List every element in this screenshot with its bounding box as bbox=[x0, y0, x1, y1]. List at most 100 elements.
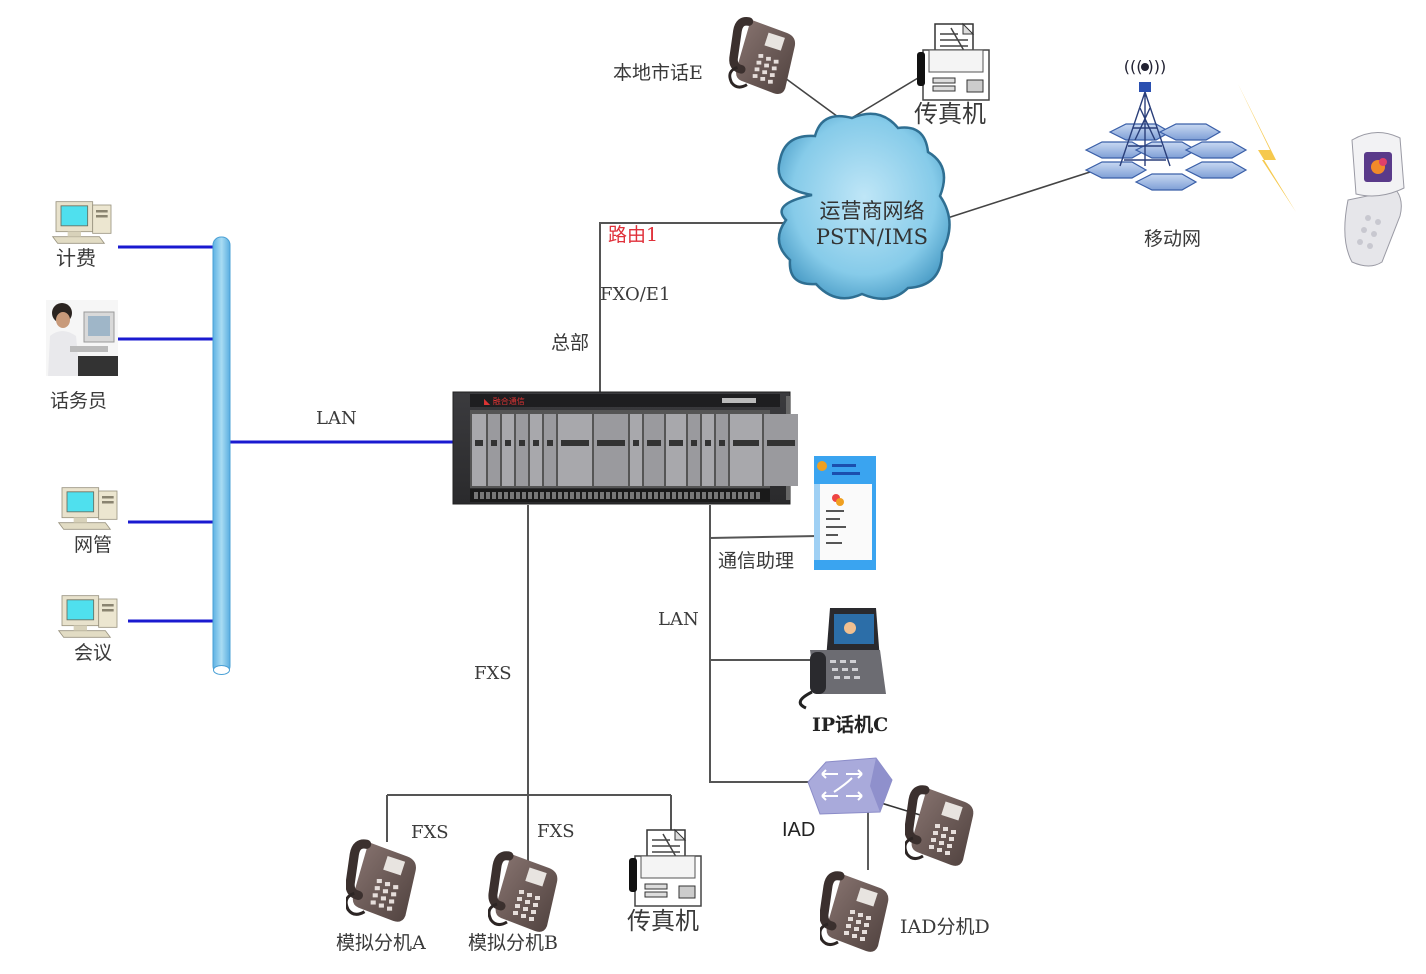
chassis-vent bbox=[582, 492, 586, 499]
chassis-port bbox=[561, 440, 589, 446]
chassis-vent bbox=[540, 492, 544, 499]
cloud-to-phone-e-wire bbox=[784, 77, 846, 123]
chassis-slot-card bbox=[716, 414, 728, 486]
chassis-vent bbox=[516, 492, 520, 499]
chassis-port bbox=[519, 440, 525, 446]
lan-trunk-wire bbox=[709, 505, 812, 783]
flip-phone-icon[interactable] bbox=[1344, 132, 1405, 267]
chassis-vent bbox=[714, 492, 718, 499]
svg-text:◣ 融合通信: ◣ 融合通信 bbox=[484, 396, 525, 406]
lan-bus-label: LAN bbox=[316, 408, 357, 429]
chassis-vent bbox=[618, 492, 622, 499]
chassis-port bbox=[547, 440, 553, 446]
local-phone-e-label: 本地市话E bbox=[613, 62, 703, 84]
chassis-slot-card bbox=[544, 414, 556, 486]
chassis-port bbox=[597, 440, 625, 446]
fax-top-icon[interactable] bbox=[916, 23, 990, 101]
cell-tower-icon[interactable]: ((( ))) bbox=[1084, 57, 1248, 191]
chassis-vent bbox=[684, 492, 688, 499]
carrier-cloud-icon[interactable] bbox=[777, 112, 951, 301]
ippbx-chassis-icon[interactable]: ◣ 融合通信 bbox=[452, 391, 798, 505]
chassis-vent bbox=[642, 492, 646, 499]
site-label: 总部 bbox=[551, 332, 590, 354]
iad-phone-d-icon[interactable] bbox=[820, 874, 888, 952]
uplink-interface-label: FXO/E1 bbox=[600, 284, 671, 305]
chassis-slot-card bbox=[594, 414, 628, 486]
chassis-port bbox=[533, 440, 539, 446]
chassis-port bbox=[719, 440, 725, 446]
chassis-vent bbox=[552, 492, 556, 499]
chassis-slot-card bbox=[530, 414, 542, 486]
chassis-port bbox=[505, 440, 511, 446]
comm-assistant-label: 通信助理 bbox=[718, 550, 795, 572]
carrier-cloud-label: 运营商网络 PSTN/IMS bbox=[798, 198, 946, 251]
chassis-slot-card bbox=[558, 414, 592, 486]
iad-phone-d-label: IAD分机D bbox=[900, 916, 990, 938]
video-ip-phone-icon[interactable] bbox=[798, 608, 886, 710]
carrier-type: PSTN/IMS bbox=[815, 225, 929, 250]
chassis-vent bbox=[732, 492, 736, 499]
chassis-vent bbox=[522, 492, 526, 499]
uplink-wire bbox=[599, 222, 790, 393]
chassis-vent bbox=[744, 492, 748, 499]
chassis-vent bbox=[510, 492, 514, 499]
chassis-slot-card bbox=[472, 414, 486, 486]
network-mgmt-label: 网管 bbox=[74, 534, 113, 556]
chassis-vent bbox=[660, 492, 664, 499]
chassis-vent bbox=[672, 492, 676, 499]
chassis-vent bbox=[648, 492, 652, 499]
chassis-slot-card bbox=[488, 414, 500, 486]
chassis-port bbox=[491, 440, 497, 446]
chassis-vent bbox=[696, 492, 700, 499]
chassis-vent bbox=[600, 492, 604, 499]
chassis-vent bbox=[576, 492, 580, 499]
chassis-slot-card bbox=[644, 414, 664, 486]
chassis-vent bbox=[570, 492, 574, 499]
chassis-slot-card bbox=[688, 414, 700, 486]
chassis-vent bbox=[750, 492, 754, 499]
chassis-vent bbox=[546, 492, 550, 499]
local-phone-e-icon[interactable] bbox=[730, 20, 795, 94]
chassis-vent bbox=[528, 492, 532, 499]
fax-bottom-label: 传真机 bbox=[627, 907, 699, 935]
fxs-trunk-label: FXS bbox=[474, 663, 512, 684]
chassis-vent bbox=[678, 492, 682, 499]
iad-router-icon[interactable] bbox=[807, 757, 893, 815]
mobile-network-label: 移动网 bbox=[1144, 228, 1202, 250]
cloud-to-tower-wire bbox=[934, 171, 1091, 223]
chassis-vent bbox=[492, 492, 496, 499]
softphone-window-icon[interactable] bbox=[814, 456, 876, 570]
chassis-port bbox=[647, 440, 661, 446]
chassis-vent bbox=[624, 492, 628, 499]
chassis-vent bbox=[558, 492, 562, 499]
svg-text:((( ))): ((( ))) bbox=[1124, 57, 1167, 76]
analog-phone-a-icon[interactable] bbox=[346, 842, 416, 922]
chassis-vent bbox=[630, 492, 634, 499]
conference-label: 会议 bbox=[74, 642, 113, 664]
analog-a-label: 模拟分机A bbox=[336, 932, 426, 954]
chassis-vent bbox=[564, 492, 568, 499]
chassis-slot-card bbox=[764, 414, 798, 486]
analog-phone-b-icon[interactable] bbox=[489, 854, 557, 932]
chassis-vent bbox=[720, 492, 724, 499]
chassis-vent bbox=[474, 492, 478, 499]
lan-branch-label: LAN bbox=[658, 609, 699, 630]
iad-label: IAD bbox=[782, 819, 816, 841]
operator-photo-icon bbox=[46, 300, 118, 376]
chassis-vent bbox=[534, 492, 538, 499]
chassis-port bbox=[633, 440, 639, 446]
chassis-slot-card bbox=[502, 414, 514, 486]
wireless-lightning-icon bbox=[1238, 84, 1296, 212]
iad-phone-1-icon[interactable] bbox=[905, 788, 973, 866]
chassis-vent bbox=[588, 492, 592, 499]
chassis-vent bbox=[480, 492, 484, 499]
chassis-port bbox=[475, 440, 483, 446]
chassis-vent bbox=[612, 492, 616, 499]
chassis-vent bbox=[690, 492, 694, 499]
billing-label: 计费 bbox=[56, 246, 96, 270]
chassis-vent bbox=[654, 492, 658, 499]
chassis-vent bbox=[498, 492, 502, 499]
fax-bottom-icon[interactable] bbox=[628, 829, 702, 907]
chassis-port bbox=[767, 440, 795, 446]
